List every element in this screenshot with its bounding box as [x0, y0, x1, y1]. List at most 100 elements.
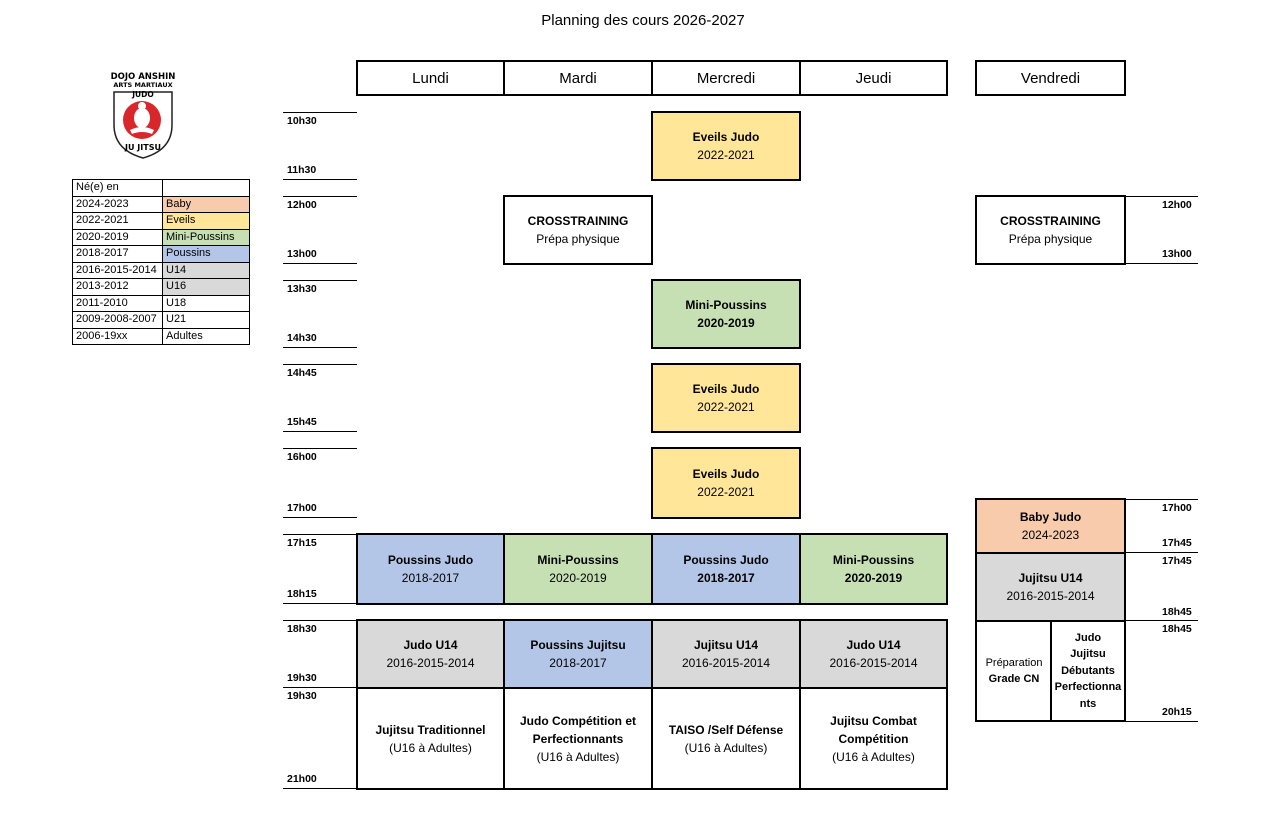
svg-text:ARTS MARTIAUX: ARTS MARTIAUX — [113, 81, 172, 89]
legend-header-row: Né(e) en — [72, 179, 250, 197]
time-label: 11h30 — [287, 164, 317, 176]
time-line — [283, 603, 357, 604]
time-label: 13h00 — [287, 248, 317, 260]
legend-years: 2006-19xx — [72, 327, 163, 345]
time-label: 19h30 — [287, 690, 317, 702]
legend-category: Baby — [162, 195, 250, 213]
time-line — [283, 364, 357, 365]
judoka-emblem-icon: DOJO ANSHIN ARTS MARTIAUX JUDO JU JITSU — [111, 72, 176, 159]
legend-category: Poussins — [162, 245, 250, 263]
legend-category: Adultes — [162, 327, 250, 345]
time-label: 17h45 — [1162, 537, 1192, 549]
legend-category: U21 — [162, 311, 250, 329]
day-header-jeudi: Jeudi — [799, 60, 948, 96]
time-label: 12h00 — [287, 199, 317, 211]
time-line — [283, 280, 357, 281]
time-label: 17h15 — [287, 537, 317, 549]
time-label: 12h00 — [1162, 199, 1192, 211]
legend-years: 2022-2021 — [72, 212, 163, 230]
legend-category: U18 — [162, 294, 250, 312]
time-label: 18h45 — [1162, 623, 1192, 635]
day-header-mardi: Mardi — [503, 60, 653, 96]
time-line — [283, 347, 357, 348]
time-label: 21h00 — [287, 773, 317, 785]
time-label: 20h15 — [1162, 706, 1192, 718]
time-line — [283, 687, 357, 688]
time-line — [1124, 263, 1198, 264]
time-label: 19h30 — [287, 672, 317, 684]
svg-text:JUDO: JUDO — [131, 90, 153, 99]
svg-text:JU JITSU: JU JITSU — [124, 143, 161, 152]
legend-years: 2011-2010 — [72, 294, 163, 312]
legend-years: 2024-2023 — [72, 195, 163, 213]
legend-years: 2020-2019 — [72, 228, 163, 246]
day-header-mercredi: Mercredi — [651, 60, 801, 96]
legend-category: U16 — [162, 278, 250, 296]
class-cell: Judo Jujitsu Débutants Perfectionna nts — [1050, 620, 1126, 722]
time-line — [1124, 552, 1198, 553]
svg-text:DOJO ANSHIN: DOJO ANSHIN — [111, 72, 176, 82]
class-cell: Jujitsu Traditionnel(U16 à Adultes) — [356, 687, 505, 790]
time-line — [283, 112, 357, 113]
legend-category: Mini-Poussins — [162, 228, 250, 246]
time-line — [1124, 196, 1198, 197]
time-line — [283, 788, 357, 789]
time-line — [283, 517, 357, 518]
time-line — [283, 263, 357, 264]
legend-header: Né(e) en — [72, 179, 163, 197]
legend-years: 2009-2008-2007 — [72, 311, 163, 329]
legend-category: U14 — [162, 261, 250, 279]
time-label: 14h45 — [287, 367, 317, 379]
page-title: Planning des cours 2026-2027 — [541, 12, 745, 29]
time-label: 18h45 — [1162, 606, 1192, 618]
time-label: 18h30 — [287, 623, 317, 635]
time-label: 16h00 — [287, 451, 317, 463]
time-label: 13h30 — [287, 283, 317, 295]
time-line — [283, 448, 357, 449]
time-line — [1124, 721, 1198, 722]
time-line — [283, 534, 357, 535]
class-cell: TAISO /Self Défense(U16 à Adultes) — [651, 687, 801, 790]
time-label: 13h00 — [1162, 248, 1192, 260]
time-label: 15h45 — [287, 416, 317, 428]
time-label: 14h30 — [287, 332, 317, 344]
class-cell: Jujitsu Combat Compétition (U16 à Adulte… — [799, 687, 948, 790]
time-line — [1124, 620, 1198, 621]
time-label: 17h45 — [1162, 555, 1192, 567]
legend-category: Eveils — [162, 212, 250, 230]
time-line — [283, 196, 357, 197]
legend-years: 2013-2012 — [72, 278, 163, 296]
time-line — [283, 431, 357, 432]
day-header-vendredi: Vendredi — [975, 60, 1126, 96]
time-line — [283, 620, 357, 621]
time-label: 10h30 — [287, 115, 317, 127]
time-line — [1124, 499, 1198, 500]
time-label: 17h00 — [1162, 502, 1192, 514]
time-line — [283, 179, 357, 180]
time-label: 17h00 — [287, 502, 317, 514]
time-label: 18h15 — [287, 588, 317, 600]
